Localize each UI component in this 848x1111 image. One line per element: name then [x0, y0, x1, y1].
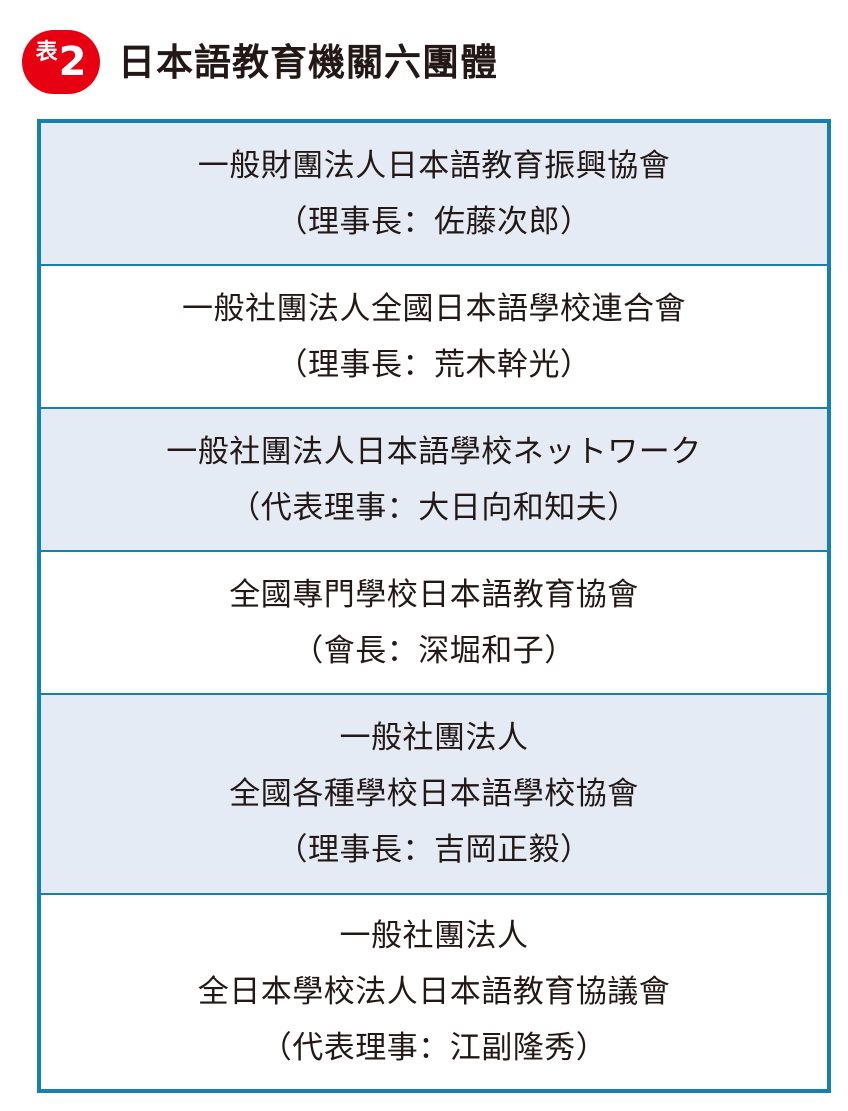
representative: （代表理事：江副隆秀） — [260, 1030, 608, 1066]
table-title: 日本語教育機關六團體 — [118, 40, 498, 84]
table-row: 一般社團法人日本語學校ネットワーク （代表理事：大日向和知夫） — [41, 409, 827, 552]
organization-name: 一般社團法人全國日本語學校連合會 — [182, 290, 686, 327]
organization-name: 一般財團法人日本語教育振興協會 — [197, 147, 671, 184]
organization-type: 一般社團法人 — [339, 918, 529, 954]
badge-label: 表 — [35, 40, 58, 65]
organization-type: 一般社團法人 — [339, 720, 529, 756]
table-number-badge: 表 2 — [22, 30, 100, 94]
table-row: 一般社團法人 全日本學校法人日本語教育協議會 （代表理事：江副隆秀） — [41, 895, 827, 1089]
organizations-table: 一般財團法人日本語教育振興協會 （理事長：佐藤次郎） 一般社團法人全國日本語學校… — [37, 119, 831, 1093]
table-row: 全國專門學校日本語教育協會 （會長：深堀和子） — [41, 552, 827, 695]
table-row: 一般社團法人 全國各種學校日本語學校協會 （理事長：吉岡正毅） — [41, 695, 827, 895]
badge-number: 2 — [58, 39, 87, 85]
representative: （理事長：佐藤次郎） — [276, 203, 592, 240]
organization-name: 全國各種學校日本語學校協會 — [229, 776, 639, 812]
table-header: 表 2 日本語教育機關六團體 — [22, 26, 498, 98]
organization-name: 全國專門學校日本語教育協會 — [229, 576, 639, 613]
organization-name: 全日本學校法人日本語教育協議會 — [197, 974, 671, 1010]
organization-name: 一般社團法人日本語學校ネットワーク — [166, 433, 702, 470]
representative: （代表理事：大日向和知夫） — [229, 489, 639, 526]
table-row: 一般財團法人日本語教育振興協會 （理事長：佐藤次郎） — [41, 123, 827, 266]
table-row: 一般社團法人全國日本語學校連合會 （理事長：荒木幹光） — [41, 266, 827, 409]
representative: （會長：深堀和子） — [292, 632, 576, 669]
representative: （理事長：荒木幹光） — [276, 346, 592, 383]
representative: （理事長：吉岡正毅） — [276, 832, 592, 868]
